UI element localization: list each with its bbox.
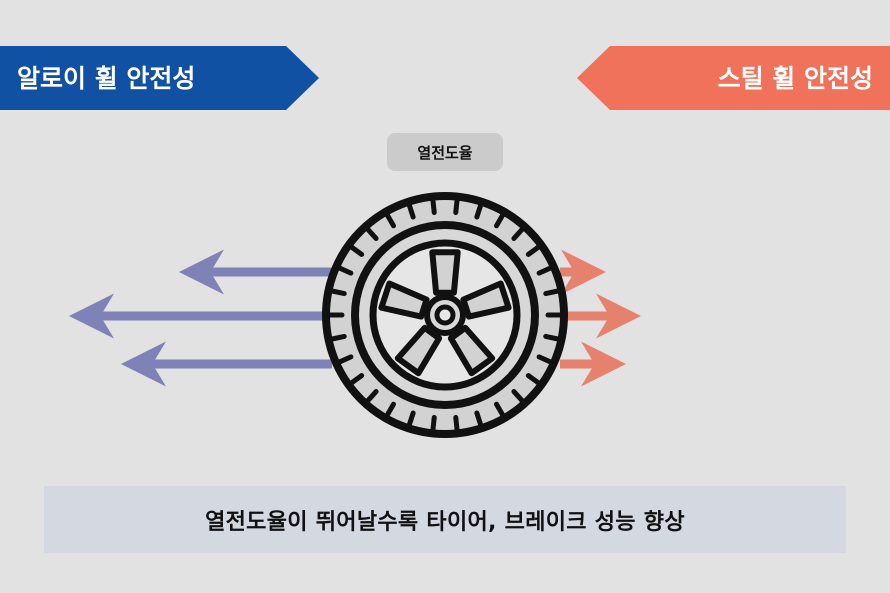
- alloy-banner-label: 알로이 휠 안전성: [17, 64, 195, 93]
- caption-box: 열전도율이 뛰어날수록 타이어, 브레이크 성능 향상: [44, 486, 846, 553]
- wheel-spoke: [429, 249, 461, 296]
- tread-notch: [364, 226, 379, 241]
- tread-notch: [474, 410, 484, 428]
- tread-notch: [384, 401, 396, 418]
- tread-notch: [336, 354, 354, 365]
- tread-notch: [494, 401, 506, 418]
- wheel-spoke: [378, 280, 430, 320]
- alloy-banner-shape: [0, 46, 319, 110]
- tread-notch: [364, 389, 379, 404]
- tread-notch: [536, 354, 554, 365]
- tread-notch: [406, 410, 416, 428]
- tread-notch: [494, 212, 506, 229]
- steel-wheel-banner: 스틸 휠 안전성: [577, 46, 890, 110]
- caption-text: 열전도율이 뛰어날수록 타이어, 브레이크 성능 향상: [205, 509, 685, 535]
- tread-notch: [336, 265, 354, 276]
- steel-banner-shape: [577, 46, 890, 110]
- tread-notch: [543, 288, 561, 297]
- thermal-conductivity-label: 열전도율: [387, 133, 503, 171]
- pill-text: 열전도율: [417, 143, 473, 162]
- steel-heat-arrows: [560, 249, 641, 387]
- tread-notch: [384, 212, 396, 229]
- tread-notch: [348, 244, 365, 257]
- alloy-heat-arrows: [69, 249, 332, 387]
- tread-notch: [511, 389, 526, 404]
- tread-notch: [511, 226, 526, 241]
- alloy-wheel-banner: 알로이 휠 안전성: [0, 46, 319, 110]
- tread-notch: [406, 202, 416, 220]
- tread-notch: [536, 265, 554, 276]
- tread-notch: [430, 197, 437, 216]
- wheel-spoke: [460, 280, 512, 320]
- wheel-icon: [322, 192, 568, 438]
- tread-notch: [329, 288, 347, 297]
- tread-notch: [329, 333, 347, 342]
- tread-notch: [430, 414, 437, 433]
- tread-notch: [453, 197, 460, 216]
- steel-banner-label: 스틸 휠 안전성: [718, 64, 873, 93]
- tread-notch: [525, 373, 542, 386]
- wheel-spoke: [447, 324, 496, 377]
- tread-notch: [543, 333, 561, 342]
- tread-notch: [525, 244, 542, 257]
- wheel-spoke: [394, 324, 443, 377]
- tread-notch: [474, 202, 484, 220]
- tread-notch: [453, 414, 460, 433]
- tread-notch: [348, 373, 365, 386]
